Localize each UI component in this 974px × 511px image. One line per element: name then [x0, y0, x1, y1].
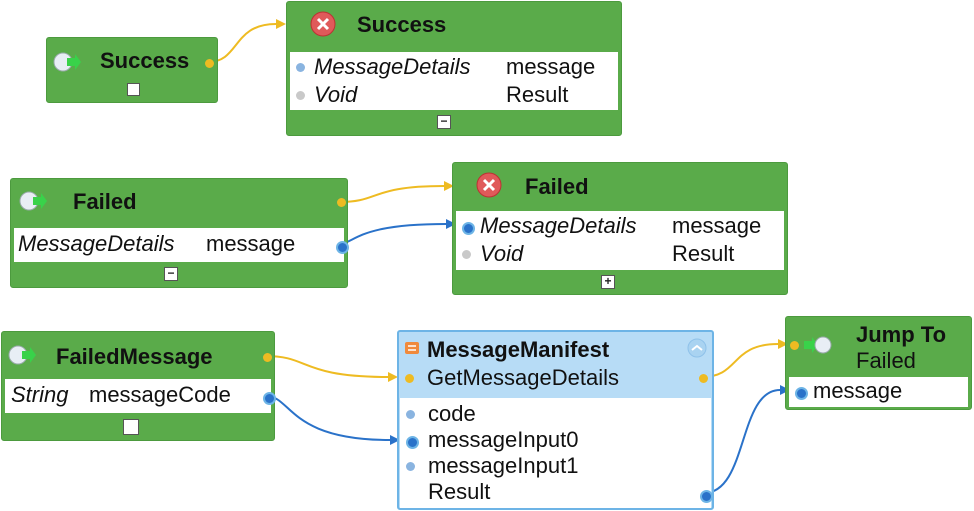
param-name: message [813, 378, 903, 403]
exec-arrow [276, 19, 286, 29]
jump-to-node[interactable]: Jump To Failed message [785, 316, 972, 410]
error-icon [310, 11, 336, 37]
param-pin[interactable] [795, 387, 808, 400]
param-row: MessageDetails message [456, 212, 784, 240]
param-out-pin[interactable] [336, 241, 349, 254]
param-name: message [672, 213, 762, 238]
start-node-label: Failed [73, 189, 137, 214]
param-row: MessageDetails message [14, 230, 349, 258]
start-icon [53, 52, 81, 72]
start-node-failed[interactable]: Failed MessageDetails message − [10, 178, 349, 288]
exec-out-pin[interactable] [205, 59, 214, 68]
param-pin[interactable] [296, 63, 305, 72]
error-node-success[interactable]: Success MessageDetails message Void Resu… [286, 1, 622, 136]
start-node-body: MessageDetails message [14, 228, 349, 262]
return-type: Void [480, 241, 524, 266]
return-pin [462, 250, 471, 259]
start-node-label: FailedMessage [56, 344, 213, 369]
toggle-button[interactable]: − [437, 115, 451, 129]
param-type: MessageDetails [480, 213, 637, 238]
toggle-button[interactable]: − [164, 267, 178, 281]
return-row: Void Result [290, 81, 618, 109]
param-name: messageInput0 [428, 427, 579, 452]
param-row: message [789, 377, 968, 405]
param-name: code [428, 401, 476, 426]
param-type: MessageDetails [18, 231, 175, 256]
exec-wire [339, 185, 445, 203]
error-node-body: MessageDetails message Void Result [290, 52, 618, 110]
param-pin[interactable] [406, 462, 415, 471]
start-node-failedmessage[interactable]: FailedMessage String messageCode [1, 331, 276, 441]
data-arrow [390, 435, 400, 445]
exec-out-pin[interactable] [699, 374, 708, 383]
error-node-body: MessageDetails message Void Result [456, 211, 784, 270]
manifest-method: GetMessageDetails [427, 365, 619, 390]
manifest-title: MessageManifest [427, 337, 610, 362]
result-row: Result [400, 478, 713, 506]
jump-icon [804, 336, 832, 354]
start-node-success[interactable]: Success [46, 37, 218, 103]
param-row: messageInput1 [400, 452, 711, 480]
param-type: MessageDetails [314, 54, 471, 79]
manifest-icon [405, 342, 419, 354]
param-name: messageInput1 [428, 453, 579, 478]
manifest-body: code messageInput0 messageInput1 Result [400, 398, 713, 508]
exec-out-pin[interactable] [337, 198, 346, 207]
start-node-body: String messageCode [5, 379, 276, 413]
param-row: String messageCode [5, 381, 276, 409]
param-name: message [506, 54, 596, 79]
exec-wire [207, 23, 277, 63]
param-row: messageInput0 [400, 426, 711, 454]
start-node-label: Success [100, 48, 190, 73]
exec-arrow [388, 372, 398, 382]
error-icon [476, 172, 502, 198]
return-type: Void [314, 82, 358, 107]
return-name: Result [506, 82, 569, 107]
error-node-failed[interactable]: Failed MessageDetails message Void Resul… [452, 162, 788, 295]
start-icon [8, 345, 36, 365]
jump-body: message [789, 377, 968, 407]
result-out-pin[interactable] [700, 490, 713, 503]
return-name: Result [672, 241, 735, 266]
data-wire [265, 395, 391, 441]
jump-target: Failed [856, 348, 916, 373]
param-name: messageCode [89, 382, 231, 407]
data-arrow [446, 219, 456, 229]
exec-out-pin[interactable] [263, 353, 272, 362]
start-icon [19, 191, 47, 211]
error-node-title: Success [357, 12, 447, 37]
param-row: MessageDetails message [290, 53, 618, 81]
exec-arrow [778, 339, 788, 349]
exec-wire [265, 355, 389, 378]
param-out-pin[interactable] [263, 392, 276, 405]
param-pin[interactable] [406, 410, 415, 419]
result-name: Result [428, 479, 491, 504]
toggle-button[interactable] [127, 83, 140, 96]
param-pin[interactable] [406, 436, 419, 449]
exec-in-pin[interactable] [790, 341, 799, 350]
param-pin[interactable] [462, 222, 475, 235]
jump-title: Jump To [856, 322, 947, 347]
param-name: message [206, 231, 296, 256]
manifest-node[interactable]: MessageManifest GetMessageDetails code m… [397, 330, 714, 510]
error-node-title: Failed [525, 174, 589, 199]
exec-arrow [444, 181, 454, 191]
return-row: Void Result [456, 240, 784, 268]
param-type: String [11, 382, 69, 407]
toggle-button[interactable]: + [601, 275, 615, 289]
collapse-icon[interactable] [687, 338, 707, 358]
data-wire [703, 389, 781, 494]
toggle-button[interactable] [123, 419, 139, 435]
return-pin [296, 91, 305, 100]
exec-in-pin[interactable] [405, 374, 414, 383]
data-wire [337, 223, 447, 245]
param-row: code [400, 400, 711, 428]
